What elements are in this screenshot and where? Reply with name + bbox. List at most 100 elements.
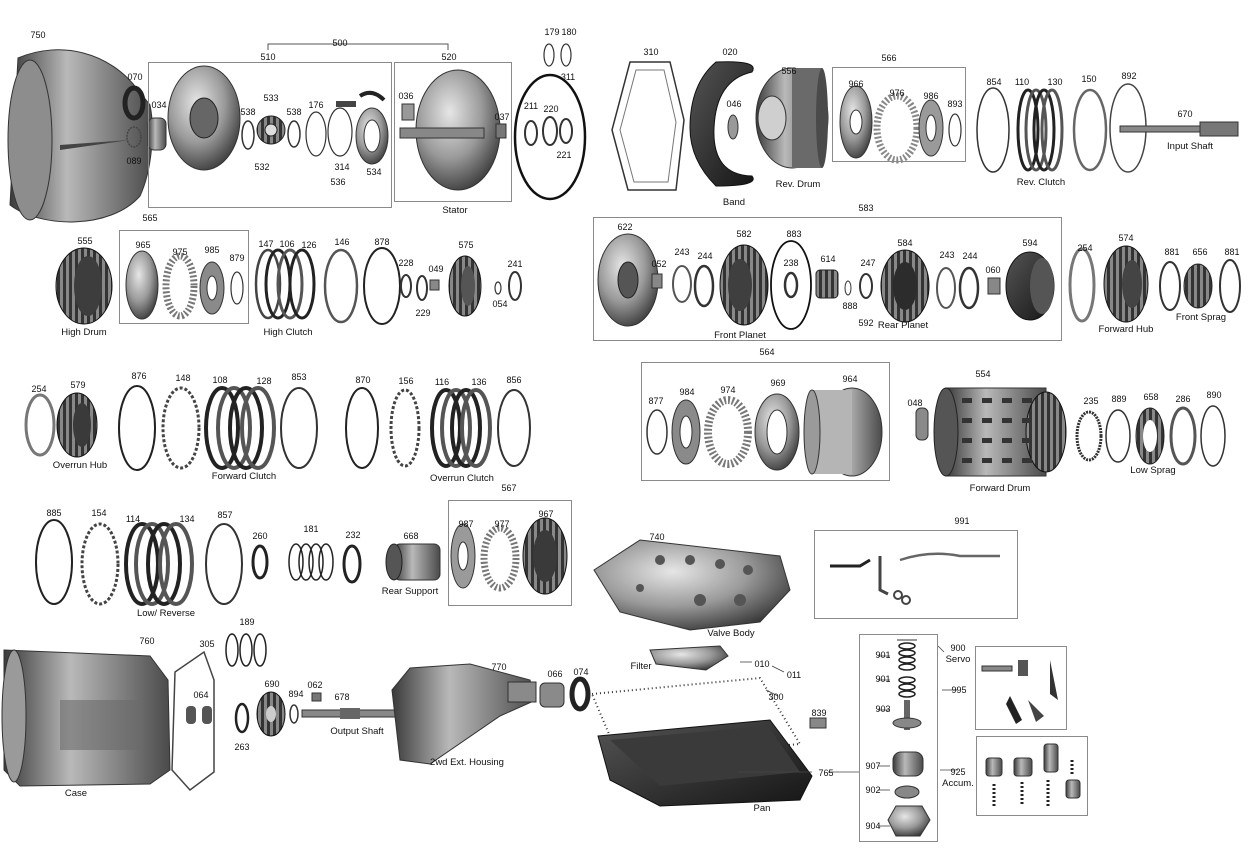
part-number: 668 — [403, 531, 419, 541]
part-number: 538 — [286, 107, 302, 117]
part-number: 969 — [770, 378, 786, 388]
part-number: 885 — [46, 508, 62, 518]
part-number: 900 — [950, 643, 966, 653]
part-number: 574 — [1118, 233, 1134, 243]
part-number: 310 — [643, 47, 659, 57]
caption-case: Case — [64, 788, 88, 799]
part-number: 975 — [172, 247, 188, 257]
part-number: 048 — [907, 398, 923, 408]
part-number: 034 — [151, 100, 167, 110]
part-number: 907 — [865, 761, 881, 771]
caption-overrun-hub: Overrun Hub — [52, 460, 108, 471]
part-number: 592 — [858, 318, 874, 328]
part-number: 879 — [229, 253, 245, 263]
group-box-520 — [394, 62, 512, 202]
part-number: 986 — [923, 91, 939, 101]
caption-band: Band — [722, 197, 746, 208]
part-number: 300 — [768, 692, 784, 702]
group-box-900 — [859, 634, 938, 842]
caption-servo: Servo — [945, 654, 971, 665]
caption-front-planet: Front Planet — [714, 330, 766, 341]
part-number: 128 — [256, 376, 272, 386]
part-number: 136 — [471, 377, 487, 387]
part-number: 244 — [962, 251, 978, 261]
caption-rear-planet: Rear Planet — [877, 320, 929, 331]
part-number: 220 — [543, 104, 559, 114]
part-number: 066 — [547, 669, 563, 679]
part-number: 116 — [434, 377, 450, 387]
part-number: 020 — [722, 47, 738, 57]
part-number: 179 — [544, 27, 560, 37]
part-number: 901 — [875, 674, 891, 684]
part-number: 987 — [458, 519, 474, 529]
part-number: 995 — [951, 685, 967, 695]
part-number: 977 — [494, 519, 510, 529]
part-number: 054 — [492, 299, 508, 309]
group-box-583 — [593, 217, 1062, 341]
caption-ext-housing: 2wd Ext. Housing — [430, 757, 504, 768]
part-number: 614 — [820, 254, 836, 264]
part-number: 890 — [1206, 390, 1222, 400]
part-number: 520 — [441, 52, 457, 62]
part-number: 147 — [258, 239, 274, 249]
converter-housing — [7, 49, 153, 223]
caption-input-shaft: Input Shaft — [1167, 141, 1213, 152]
caption-filter: Filter — [630, 661, 652, 672]
part-number: 984 — [679, 387, 695, 397]
part-number: 584 — [897, 238, 913, 248]
part-number: 211 — [523, 101, 539, 111]
part-number: 894 — [288, 689, 304, 699]
assembly-bracket-500 — [267, 43, 449, 50]
part-number: 565 — [142, 213, 158, 223]
part-number: 036 — [398, 91, 414, 101]
part-number: 150 — [1081, 74, 1097, 84]
part-number: 534 — [366, 167, 382, 177]
part-number: 156 — [398, 376, 414, 386]
part-number: 228 — [398, 258, 414, 268]
part-number: 062 — [307, 680, 323, 690]
overrun-clutch-pack — [430, 388, 492, 468]
part-number: 556 — [781, 66, 797, 76]
part-number: 991 — [954, 516, 970, 526]
part-number: 564 — [759, 347, 775, 357]
group-box-566 — [832, 67, 966, 162]
part-number: 221 — [556, 150, 572, 160]
part-number: 750 — [30, 30, 46, 40]
part-number: 883 — [786, 229, 802, 239]
group-box-925 — [976, 736, 1088, 816]
part-number: 286 — [1175, 394, 1191, 404]
part-number: 181 — [303, 524, 319, 534]
caption-output-shaft: Output Shaft — [330, 726, 384, 737]
part-number: 690 — [264, 679, 280, 689]
part-number: 857 — [217, 510, 233, 520]
part-number: 555 — [77, 236, 93, 246]
part-number: 247 — [860, 258, 876, 268]
part-number: 130 — [1047, 77, 1063, 87]
part-number: 876 — [131, 371, 147, 381]
part-number: 678 — [334, 692, 350, 702]
part-number: 877 — [648, 396, 664, 406]
part-number: 244 — [697, 251, 713, 261]
caption-pan: Pan — [753, 803, 771, 814]
part-number: 582 — [736, 229, 752, 239]
caption-forward-drum: Forward Drum — [969, 483, 1031, 494]
caption-valve-body: Valve Body — [707, 628, 755, 639]
part-number: 254 — [1077, 243, 1093, 253]
part-number: 881 — [1224, 247, 1240, 257]
part-number: 189 — [239, 617, 255, 627]
caption-rev-drum: Rev. Drum — [775, 179, 821, 190]
part-number: 241 — [507, 259, 523, 269]
part-number: 052 — [651, 259, 667, 269]
part-number: 314 — [334, 162, 350, 172]
part-number: 263 — [234, 742, 250, 752]
part-number: 870 — [355, 375, 371, 385]
part-number: 538 — [240, 107, 256, 117]
group-box-567 — [448, 500, 572, 606]
part-number: 740 — [649, 532, 665, 542]
part-number: 967 — [538, 509, 554, 519]
part-number: 134 — [179, 514, 195, 524]
part-number: 904 — [865, 821, 881, 831]
part-number: 235 — [1083, 396, 1099, 406]
part-number: 622 — [617, 222, 633, 232]
part-number: 243 — [674, 247, 690, 257]
